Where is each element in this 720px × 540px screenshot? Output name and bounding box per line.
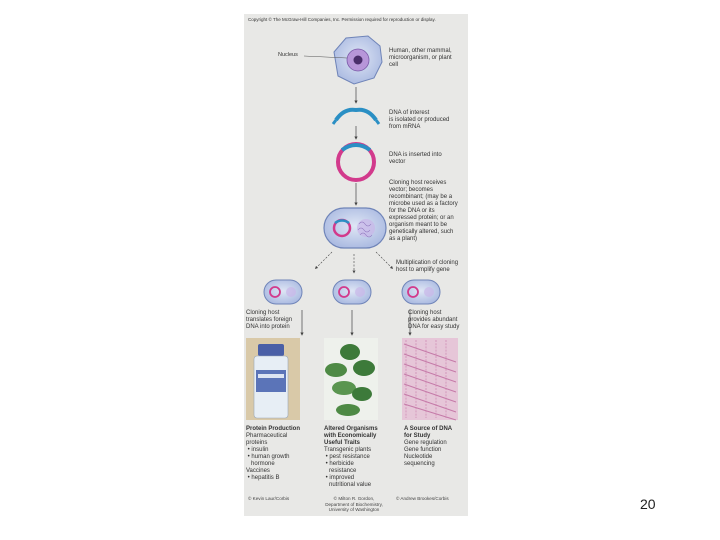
arrow-left <box>314 251 333 270</box>
nucleus-pointer <box>303 55 348 59</box>
organisms-body: Transgenic plants • pest resistance • he… <box>324 447 372 488</box>
plant-photo <box>324 338 378 420</box>
protein-title: Protein Production <box>246 426 300 432</box>
dna-fragment-icon <box>331 107 381 125</box>
source-cell <box>303 35 383 85</box>
cloning-host-label: Cloning host receives vector; becomes re… <box>389 180 458 242</box>
study-body: Gene regulation Gene function Nucleotide… <box>404 440 447 467</box>
arrow-right <box>375 251 394 270</box>
daughter-cell-left <box>263 279 303 305</box>
cloning-diagram <box>246 35 458 421</box>
protein-credit: © Kevin Laur/Corbis <box>248 496 290 501</box>
vector-plasmid-icon <box>336 142 376 182</box>
organisms-title: Altered Organisms with Economically Usef… <box>324 426 378 446</box>
organisms-credit: © Milton R. Gordon, Department of Bioche… <box>325 496 383 512</box>
provides-label: Cloning host provides abundant DNA for e… <box>408 310 460 330</box>
dna-isolated-label: DNA of interest is isolated or produced … <box>389 110 450 130</box>
figure-panel: Copyright © The McGraw-Hill Companies, I… <box>244 14 468 516</box>
daughter-cell-right <box>401 279 441 305</box>
dna-inserted-label: DNA is inserted into vector <box>389 152 442 165</box>
page-number: 20 <box>640 496 656 512</box>
study-title: A Source of DNA for Study <box>404 426 453 439</box>
multiplication-label: Multiplication of cloning host to amplif… <box>396 260 459 273</box>
translates-label: Cloning host translates foreign DNA into… <box>246 310 293 330</box>
vial-photo <box>246 338 300 420</box>
gel-photo <box>402 338 458 421</box>
daughter-cell-middle <box>332 279 372 305</box>
cell-source-label: Human, other mammal, microorganism, or p… <box>389 48 452 68</box>
study-credit: © Andrew Brookes/Corbis <box>396 496 449 501</box>
protein-body: Pharmaceutical proteins • insulin • huma… <box>246 433 290 481</box>
nucleus-label: Nucleus <box>278 52 298 58</box>
copyright-notice: Copyright © The McGraw-Hill Companies, I… <box>248 17 436 22</box>
nucleolus-icon <box>353 55 363 65</box>
cloning-host-cell <box>323 207 387 249</box>
